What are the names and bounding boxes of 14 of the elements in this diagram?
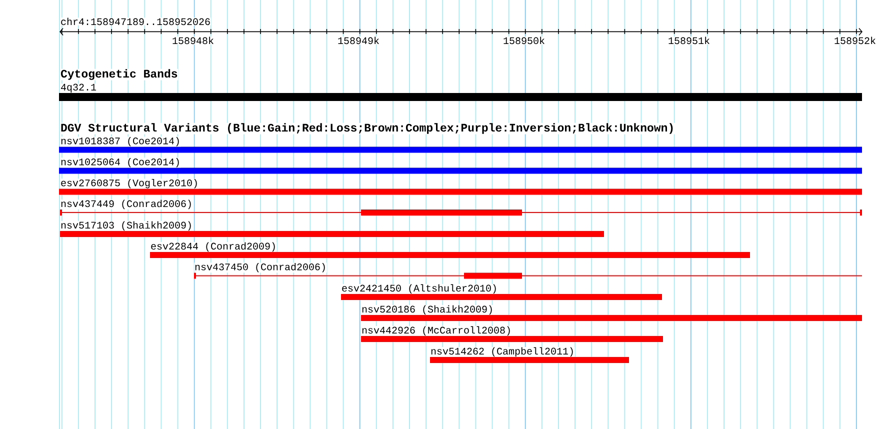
track-heading: Cytogenetic Bands xyxy=(60,68,178,80)
feature-label: esv2421450 (Altshuler2010) xyxy=(341,284,498,294)
feature-label: nsv437450 (Conrad2006) xyxy=(194,262,327,273)
feature-label: nsv1018387 (Coe2014) xyxy=(60,136,181,147)
feature-label: nsv442926 (McCarroll2008) xyxy=(361,326,512,336)
feature-label: esv2760875 (Vogler2010) xyxy=(60,178,199,189)
band-label: 4q32.1 xyxy=(60,84,97,93)
feature-label: nsv520186 (Shaikh2009) xyxy=(361,304,494,315)
feature-label: nsv514262 (Campbell2011) xyxy=(430,346,575,357)
track-heading: DGV Structural Variants (Blue:Gain;Red:Loss;Brown:Complex;Purple:Inversion;Black:Unknown) xyxy=(60,122,675,134)
feature-label: nsv437449 (Conrad2006) xyxy=(60,199,193,210)
feature-label: nsv1025064 (Coe2014) xyxy=(60,158,181,168)
feature-label: esv22844 (Conrad2009) xyxy=(150,242,277,252)
feature-label: nsv517103 (Shaikh2009) xyxy=(60,220,193,231)
